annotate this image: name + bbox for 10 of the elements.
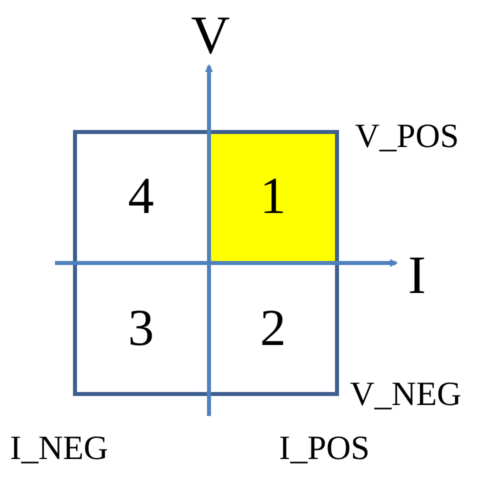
axis-end-label: I_NEG xyxy=(10,432,108,466)
axis-end-label: I_POS xyxy=(279,432,370,466)
quadrant-number: 3 xyxy=(128,302,154,354)
quadrant-number: 2 xyxy=(260,302,286,354)
quadrant-number: 1 xyxy=(260,170,286,222)
axis-end-label: V_POS xyxy=(355,120,459,154)
axis-label: I xyxy=(408,248,426,302)
axis-end-label: V_NEG xyxy=(350,378,462,412)
axis-label: V xyxy=(191,8,230,62)
quadrant-number: 4 xyxy=(128,170,154,222)
